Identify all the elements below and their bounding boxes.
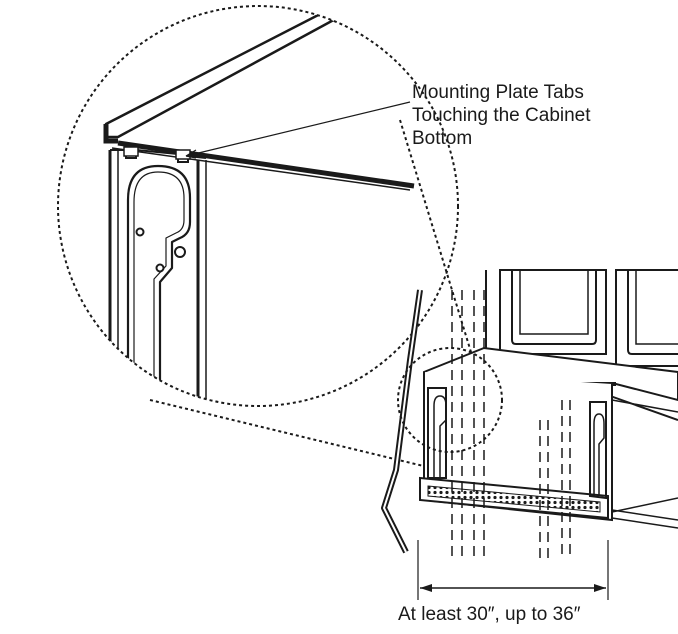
- callout-label: Mounting Plate Tabs Touching the Cabinet…: [412, 81, 591, 150]
- cabinet-door-left: [499, 269, 607, 355]
- dimension-label: At least 30″, up to 36″: [398, 604, 581, 625]
- dimension-indicator: [417, 540, 609, 600]
- callout-line-1: Mounting Plate Tabs: [412, 82, 584, 103]
- cabinet-door-right: [615, 269, 678, 367]
- callout-line-3: Bottom: [412, 128, 473, 149]
- magnifier-connector-bottom: [149, 399, 441, 471]
- mounting-tab-left: [123, 146, 139, 157]
- detail-circle: [397, 347, 503, 453]
- stud-lines: [451, 290, 571, 560]
- magnifier-circle: [57, 5, 459, 407]
- callout-leader-line: [185, 101, 411, 157]
- overall-view: [381, 269, 678, 600]
- cabinet-bottom-edge: [117, 140, 415, 189]
- microwave-oven: [419, 346, 678, 529]
- magnifier-connector-top: [399, 119, 479, 376]
- mounting-plate: [108, 146, 207, 406]
- callout-line-2: Touching the Cabinet: [412, 105, 591, 126]
- wall-edge: [58, 39, 86, 319]
- magnified-detail: [58, 8, 415, 406]
- cabinet-bottom: [104, 8, 354, 139]
